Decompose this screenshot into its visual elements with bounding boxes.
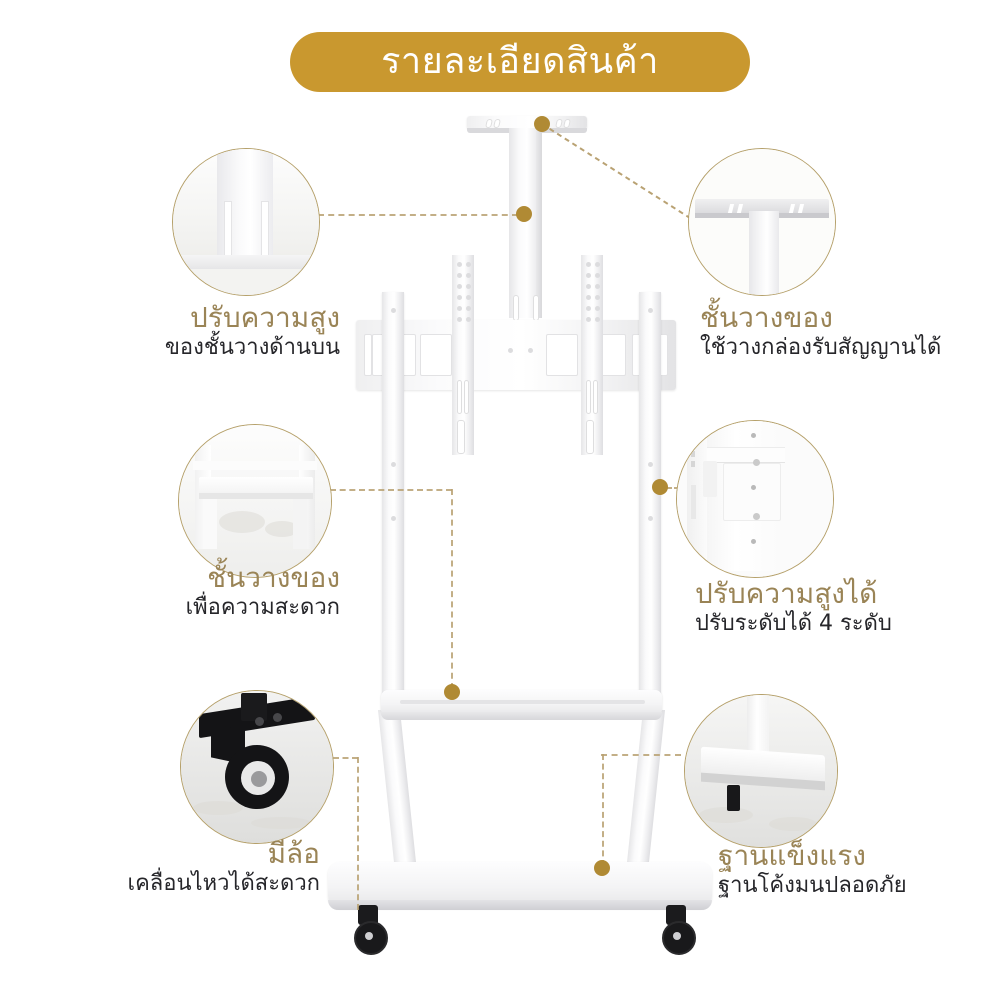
column-right-screw-3: [648, 516, 653, 521]
leader-dot-top-right: [534, 116, 550, 132]
page-title: รายละเอียดสินค้า: [381, 41, 659, 82]
vesa-center-dot-1: [508, 348, 513, 353]
storage-shelf-closeup: [179, 425, 331, 577]
callout-subtext: ปรับระดับได้ 4 ระดับ: [695, 611, 892, 637]
callout-image-top-shelf-height: [172, 148, 320, 296]
base-plate-edge: [328, 900, 712, 910]
vesa-hole-2: [420, 334, 452, 376]
callout-label-wheels: มีล้อ เคลื่อนไหวได้สะดวก: [20, 838, 320, 898]
leader-dot-middle-right: [652, 479, 668, 495]
callout-heading: ชั้นวางของ: [700, 301, 833, 334]
callout-heading: ฐานแข็งแรง: [718, 839, 866, 872]
leader-bottom-left-v: [357, 757, 359, 910]
leader-bottom-right-v: [602, 754, 604, 866]
main-column-left: [382, 292, 404, 712]
callout-label-top-shelf: ชั้นวางของ ใช้วางกล่องรับสัญญานได้: [700, 302, 1000, 362]
caster-left-hub: [365, 932, 373, 940]
callout-heading: มีล้อ: [267, 837, 320, 870]
leader-bottom-right-h: [601, 754, 681, 756]
base-plate-closeup: [685, 695, 837, 847]
column-left-screw-1: [391, 308, 396, 313]
rail-left-slot-b: [464, 380, 469, 414]
height-adjust-bracket-closeup: [677, 421, 833, 577]
leader-middle-left-v: [451, 489, 453, 689]
callout-image-adjustable-height: [676, 420, 834, 578]
leg-left: [378, 710, 418, 875]
vesa-hole-6: [364, 334, 372, 376]
top-shelf-post-shadow: [536, 128, 542, 318]
callout-heading: ปรับความสูง: [190, 301, 340, 334]
leader-dot-top-left: [516, 206, 532, 222]
callout-subtext: เคลื่อนไหวได้สะดวก: [127, 871, 320, 897]
top-shelf-post-closeup: [173, 149, 319, 295]
column-right-screw-2: [648, 462, 653, 467]
callout-subtext: ฐานโค้งมนปลอดภัย: [718, 873, 907, 899]
caster-right-body: [666, 905, 686, 925]
caster-left: [352, 905, 392, 957]
callout-image-wheels: [180, 690, 334, 844]
caster-right-hub: [673, 932, 681, 940]
leg-right: [625, 710, 665, 875]
callout-subtext: ใช้วางกล่องรับสัญญานได้: [700, 335, 942, 361]
caster-wheel-closeup: [181, 691, 333, 843]
top-shelf-post-slot-left: [513, 295, 519, 321]
callout-label-adjustable-height: ปรับความสูงได้ ปรับระดับได้ 4 ระดับ: [695, 578, 1000, 638]
vesa-center-dot-2: [528, 348, 533, 353]
callout-image-storage-shelf: [178, 424, 332, 578]
callout-subtext: ของชั้นวางด้านบน: [164, 335, 340, 361]
column-left-screw-3: [391, 516, 396, 521]
callout-subtext: เพื่อความสะดวก: [185, 595, 340, 621]
callout-image-top-shelf: [688, 148, 836, 296]
leader-top-right-svg: [541, 123, 691, 219]
rail-left-slot-a: [457, 380, 462, 414]
leader-dot-middle-left: [444, 684, 460, 700]
column-left-screw-2: [391, 462, 396, 467]
callout-label-strong-base: ฐานแข็งแรง ฐานโค้งมนปลอดภัย: [718, 840, 1000, 900]
leader-middle-left-h: [330, 489, 452, 491]
top-shelf-bracket-closeup: [689, 149, 835, 295]
middle-shelf-edge: [381, 712, 662, 720]
rail-right-slot-a: [586, 380, 591, 414]
top-shelf-post-slot-right: [533, 295, 539, 321]
rail-right-slot-b: [593, 380, 598, 414]
callout-label-storage-shelf: ชั้นวางของ เพื่อความสะดวก: [40, 562, 340, 622]
callout-heading: ปรับความสูงได้: [695, 577, 878, 610]
column-right-screw-1: [648, 308, 653, 313]
callout-heading: ชั้นวางของ: [207, 561, 340, 594]
leader-dot-bottom-right: [594, 860, 610, 876]
rail-right-slot-c: [586, 420, 594, 454]
leader-bottom-left-h: [333, 757, 358, 759]
caster-left-body: [358, 905, 378, 925]
rail-left-slot-c: [457, 420, 465, 454]
main-column-right: [639, 292, 661, 712]
callout-label-top-shelf-height: ปรับความสูง ของชั้นวางด้านบน: [40, 302, 340, 362]
caster-right: [660, 905, 700, 957]
middle-shelf-groove: [400, 700, 645, 704]
vesa-hole-3: [546, 334, 578, 376]
leader-top-left: [318, 214, 518, 216]
caster-left-wheel: [354, 921, 388, 955]
callout-image-strong-base: [684, 694, 838, 848]
page-title-banner: รายละเอียดสินค้า: [290, 32, 750, 92]
